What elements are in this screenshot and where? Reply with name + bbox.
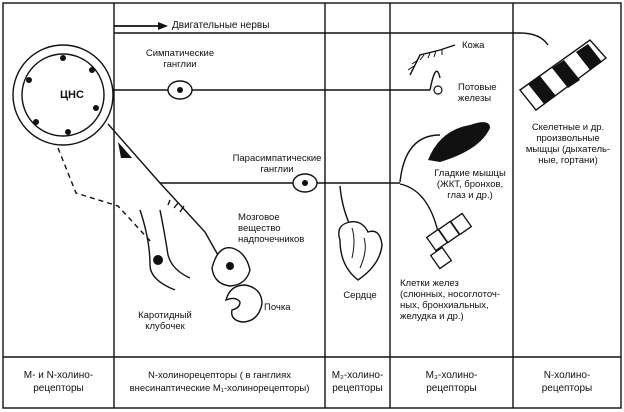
footer-cell-5: N-холино- рецепторы — [541, 370, 593, 394]
sweat-gland-icon — [433, 85, 443, 95]
cns-label: ЦНС — [60, 89, 84, 101]
kidney-label: Почка — [264, 302, 291, 313]
skeletal-muscles-label: Скелетные и др. произвольные мыщцы (дыха… — [525, 122, 611, 166]
motor-nerve-line — [114, 32, 549, 46]
smooth-muscle-icon — [428, 122, 490, 162]
to-heart — [339, 185, 351, 226]
motor-nerves-label: Двигательные нервы — [172, 20, 270, 31]
motor-arrowhead — [158, 22, 168, 30]
sympathetic-ganglia-label: Симпатические ганглии — [145, 48, 215, 70]
adrenal-branch — [159, 182, 223, 263]
heart-icon — [338, 221, 383, 281]
sweat-gland-nerve — [429, 70, 441, 91]
skin-label: Кожа — [462, 40, 485, 51]
efferent-arrowhead — [118, 142, 132, 158]
to-smooth-muscle — [399, 134, 441, 183]
footer-cell-1: M- и N-холино- рецепторы — [23, 370, 94, 394]
adrenal-medulla-label: Мозговое вещество надпочечников — [238, 212, 305, 245]
footer-cell-2: N-холинорецепторы ( в ганглиях внесинапт… — [129, 370, 310, 394]
cns-outer-circle — [12, 44, 114, 146]
parasympathetic-ganglia-label: Парасимпатические ганглии — [232, 153, 322, 175]
gland-cells-label: Клетки желез (слюнных, носоглоточ- ных, … — [400, 278, 501, 322]
carotid-body-icon — [139, 199, 191, 291]
heart-label: Сердце — [343, 290, 377, 301]
footer-cell-3: M₂-холино- рецепторы — [331, 370, 384, 394]
skin-icon — [409, 44, 456, 76]
kidney-icon — [224, 284, 263, 323]
afferent-dashed — [57, 147, 153, 244]
sweat-glands-label: Потовые железы — [458, 82, 497, 104]
cns-inner-circle — [21, 53, 105, 137]
gland-cells-icon — [425, 212, 473, 270]
footer-cell-4: M₃-холино- рецепторы — [425, 370, 478, 394]
skeletal-muscle-band — [518, 39, 608, 111]
to-gland-cells — [399, 183, 439, 233]
smooth-muscles-label: Гладкие мышцы (ЖКТ, бронхов, глаз и др.) — [434, 168, 506, 201]
carotid-body-label: Каротидный клубочек — [138, 310, 192, 332]
